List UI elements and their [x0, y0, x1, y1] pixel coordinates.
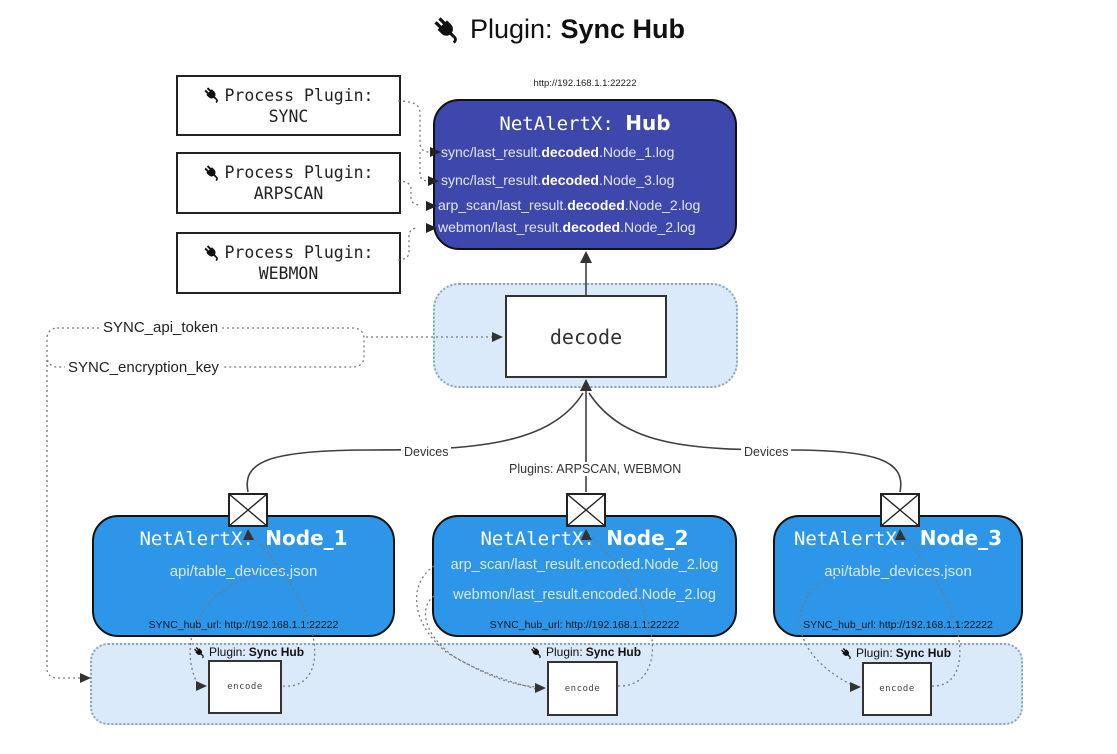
- hub-title: NetAlertX: Hub: [433, 111, 737, 135]
- page-title-prefix: Plugin:: [469, 14, 553, 44]
- process-plugin-label: Process Plugin:: [224, 163, 374, 182]
- process-plugin-box-webmon: Process Plugin: WEBMON: [176, 232, 401, 294]
- process-plugin-box-sync: Process Plugin: SYNC: [176, 75, 401, 136]
- hub-log-line: arp_scan/last_result.decoded.Node_2.log: [438, 197, 701, 213]
- edge-label-devices-left: Devices: [401, 445, 452, 459]
- edge-label-devices-right: Devices: [741, 445, 792, 459]
- envelope-icon: [566, 493, 606, 527]
- process-plugin-name: WEBMON: [258, 264, 319, 283]
- process-plugin-label: Process Plugin:: [224, 243, 374, 262]
- node1-file: api/table_devices.json: [169, 563, 318, 580]
- hub-log-line: webmon/last_result.decoded.Node_2.log: [438, 219, 696, 235]
- hub-box: [433, 99, 737, 250]
- sync-encryption-key-label: SYNC_encryption_key: [65, 359, 222, 376]
- envelope-icon: [880, 493, 920, 527]
- node2-hub-url: SYNC_hub_url: http://192.168.1.1:22222: [489, 619, 680, 631]
- encode-plugin-label: Plugin:Sync Hub: [530, 645, 641, 659]
- plug-icon: [530, 645, 543, 659]
- node3-file: api/table_devices.json: [824, 563, 972, 580]
- plug-icon: [203, 243, 222, 262]
- hub-log-line: sync/last_result.decoded.Node_3.log: [441, 172, 675, 188]
- node2-file: webmon/last_result.encoded.Node_2.log: [453, 587, 716, 603]
- sync-api-token-label: SYNC_api_token: [100, 319, 222, 336]
- plugin-to-hub-connectors: [397, 100, 431, 261]
- hub-log-line: sync/last_result.decoded.Node_1.log: [441, 144, 675, 160]
- node2-title: NetAlertX: Node_2: [480, 526, 689, 550]
- node2-file: arp_scan/last_result.encoded.Node_2.log: [450, 557, 719, 573]
- plug-icon: [203, 163, 222, 182]
- hub-title-name: Hub: [625, 111, 671, 135]
- plug-icon: [193, 645, 206, 659]
- process-plugin-name: ARPSCAN: [253, 184, 324, 203]
- process-plugin-name: SYNC: [268, 106, 309, 126]
- node-to-decode-curves: [246, 391, 902, 493]
- node1-title: NetAlertX: Node_1: [139, 526, 348, 550]
- encode-box: encode: [547, 661, 618, 716]
- decode-to-hub-arrowhead: [580, 251, 592, 263]
- process-plugin-label: Process Plugin:: [224, 85, 374, 105]
- encode-box: encode: [208, 660, 282, 714]
- edge-label-plugins: Plugins: ARPSCAN, WEBMON: [506, 462, 685, 476]
- plug-icon: [203, 86, 222, 104]
- node1-hub-url: SYNC_hub_url: http://192.168.1.1:22222: [148, 619, 339, 631]
- node3-hub-url: SYNC_hub_url: http://192.168.1.1:22222: [803, 619, 993, 631]
- decode-box: decode: [505, 295, 667, 378]
- page-title-name: Sync Hub: [560, 14, 686, 44]
- encode-plugin-label: Plugin:Sync Hub: [840, 646, 951, 660]
- plug-icon: [431, 14, 462, 45]
- encode-plugin-label: Plugin:Sync Hub: [193, 645, 304, 659]
- process-plugin-box-arpscan: Process Plugin: ARPSCAN: [176, 152, 401, 214]
- page-title: Plugin: Sync Hub: [0, 14, 1117, 45]
- hub-url-label: http://192.168.1.1:22222: [533, 78, 637, 89]
- hub-title-prefix: NetAlertX:: [499, 113, 626, 135]
- plug-icon: [840, 646, 853, 660]
- node3-title: NetAlertX: Node_3: [793, 526, 1003, 550]
- encode-box: encode: [862, 662, 932, 716]
- envelope-icon: [228, 493, 268, 527]
